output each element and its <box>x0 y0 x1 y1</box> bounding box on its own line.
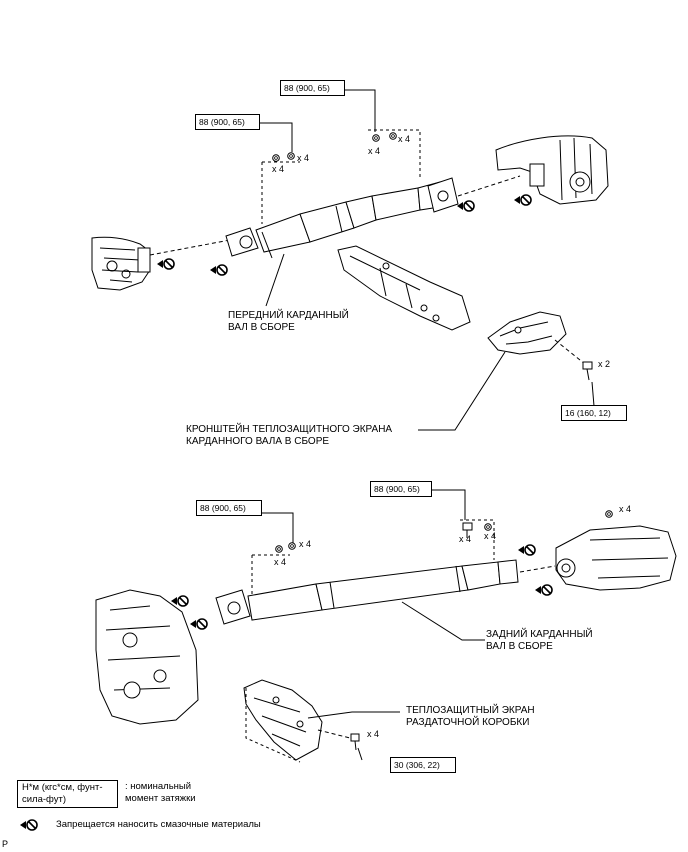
front-propeller-shaft <box>225 181 447 259</box>
quantity-label: x 4 <box>398 134 411 144</box>
quantity-label: x 4 <box>299 539 312 549</box>
legend-torque-description: : номинальный момент затяжки <box>125 781 196 804</box>
torque-spec-box: 88 (900, 65) <box>196 500 262 516</box>
bracket-label: КРОНШТЕЙН ТЕПЛОЗАЩИТНОГО ЭКРАНА КАРДАННО… <box>186 424 393 447</box>
torque-spec-box: 88 (900, 65) <box>370 481 432 497</box>
torque-spec-box: 88 (900, 65) <box>280 80 345 96</box>
torque-spec-box: 30 (306, 22) <box>390 757 456 773</box>
quantity-label: x 4 <box>297 153 310 163</box>
transmission-front <box>91 236 151 291</box>
quantity-label: x 4 <box>272 164 285 174</box>
torque-spec-box: 88 (900, 65) <box>195 114 260 130</box>
quantity-label: x 4 <box>619 504 632 514</box>
quantity-label: x 4 <box>367 729 380 739</box>
transfer-heat-shield <box>243 679 323 761</box>
torque-spec-box: 16 (160, 12) <box>561 405 627 421</box>
front-shaft-label: ПЕРЕДНИЙ КАРДАННЫЙ ВАЛ В СБОРЕ <box>228 310 349 333</box>
rear-propeller-shaft <box>215 559 519 625</box>
quantity-label: x 2 <box>598 359 611 369</box>
rear-differential <box>555 525 677 591</box>
quantity-label: x 4 <box>368 146 381 156</box>
figure-corner-mark: P <box>2 839 9 849</box>
quantity-label: x 4 <box>274 557 287 567</box>
quantity-label: x 4 <box>484 531 497 541</box>
transfer-shield-label: ТЕПЛОЗАЩИТНЫЙ ЭКРАН РАЗДАТОЧНОЙ КОРОБКИ <box>406 705 535 728</box>
rear-shaft-label: ЗАДНИЙ КАРДАННЫЙ ВАЛ В СБОРЕ <box>486 629 593 652</box>
heat-shield-bracket <box>487 311 567 355</box>
quantity-label: x 4 <box>459 534 472 544</box>
legend-torque-units-box: Н*м (кгс*см, фунт- сила-фут) <box>17 780 118 808</box>
frame-crossmember <box>337 245 471 331</box>
legend-no-grease-description: Запрещается наносить смазочные материалы <box>56 819 261 830</box>
transfer-case <box>95 589 199 725</box>
front-differential <box>495 135 609 205</box>
